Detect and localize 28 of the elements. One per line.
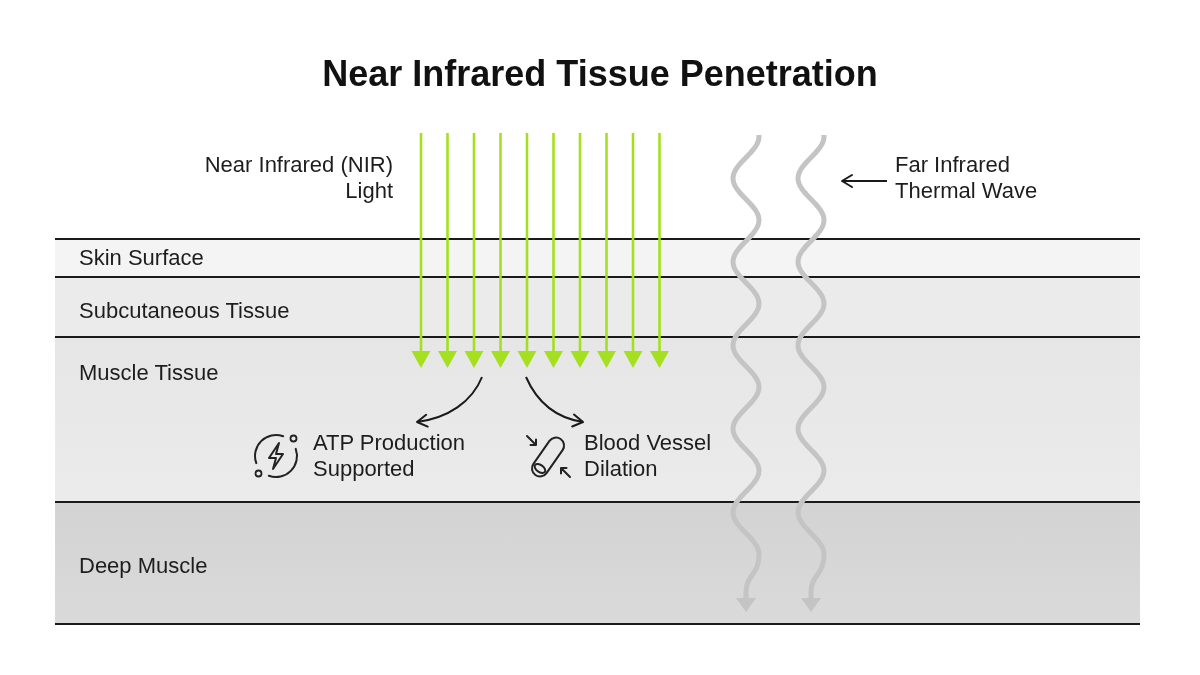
tissue-layer: [55, 238, 1140, 276]
arrow: [517, 133, 537, 368]
arrow: [438, 133, 457, 368]
callout-label: Far Infrared Thermal Wave: [895, 152, 1045, 204]
text-label: ATP Production Supported: [313, 430, 467, 482]
leader-arrow: [841, 174, 888, 188]
tissue-layer: [55, 336, 1140, 501]
curved-arrow: [416, 376, 483, 428]
arrow: [411, 133, 431, 368]
title: Near Infrared Tissue Penetration: [321, 52, 879, 96]
layer-label: Deep Muscle: [79, 553, 208, 579]
arrow: [650, 133, 669, 368]
arrow: [597, 133, 616, 368]
curved-arrow: [525, 376, 584, 428]
layer-label: Subcutaneous Tissue: [79, 298, 290, 324]
wavy-arrow: [730, 134, 762, 612]
arrow: [570, 133, 590, 368]
arrow: [544, 133, 563, 368]
arrow: [464, 133, 484, 368]
text-label: Near Infrared (NIR) Light: [203, 152, 393, 204]
layer-label: Skin Surface: [79, 245, 204, 271]
tissue-layer: [55, 276, 1140, 336]
arrow: [623, 133, 643, 368]
wavy-arrow: [795, 134, 827, 612]
tissue-layer: [55, 501, 1140, 625]
arrow: [491, 133, 510, 368]
layer-label: Muscle Tissue: [79, 360, 219, 386]
text-label: Blood Vessel Dilation: [584, 430, 713, 482]
